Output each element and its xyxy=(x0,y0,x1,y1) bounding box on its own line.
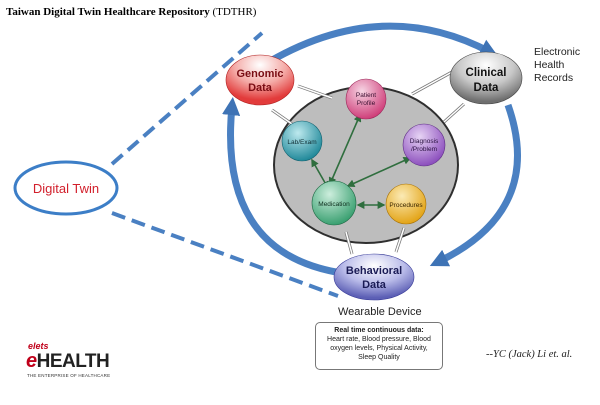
page-title: Taiwan Digital Twin Healthcare Repositor… xyxy=(6,6,256,18)
logo-elets: elets xyxy=(28,341,49,351)
medication-node xyxy=(311,180,357,226)
flow-arrow-clinical-to-behavioral xyxy=(429,103,521,267)
logo-e-letter: e xyxy=(26,350,37,372)
diagnosis-problem-node xyxy=(402,123,446,167)
hollow-arrow-clinical-diagnosis xyxy=(442,102,466,124)
arrow-medication-patient xyxy=(328,113,362,186)
logo-health-text: HEALTH xyxy=(36,351,110,372)
realtime-data-title: Real time continuous data: xyxy=(334,327,424,334)
ehr-label-line1: Electronic xyxy=(534,46,581,58)
diagnosis-label-1: Diagnosis xyxy=(410,138,439,145)
patient-profile-node xyxy=(345,78,387,120)
digital-twin-node xyxy=(13,160,119,216)
diagnosis-label-2: /Problem xyxy=(411,146,437,153)
flow-arrow-behavioral-to-genomic xyxy=(222,96,337,276)
author-credit: --YC (Jack) Li et. al. xyxy=(486,349,573,360)
procedures-node xyxy=(385,183,427,225)
lab-exam-label: Lab/Exam xyxy=(287,139,316,146)
dashed-link-bottom xyxy=(111,211,339,298)
ehr-label-line3: Records xyxy=(534,72,574,84)
wearable-device-label: Wearable Device xyxy=(338,306,422,318)
flow-arrow-genomic-to-clinical xyxy=(260,22,499,69)
genomic-label-1: Genomic xyxy=(236,68,283,80)
genomic-label-2: Data xyxy=(248,82,273,94)
realtime-data-line3: Sleep Quality xyxy=(358,354,400,361)
behavioral-data-node xyxy=(333,253,415,301)
medication-label: Medication xyxy=(318,201,350,208)
hollow-arrow-genomic-lab xyxy=(271,108,293,126)
hollow-arrow-behavioral-hub-right xyxy=(394,227,406,253)
title-abbr: (TDTHR) xyxy=(212,6,257,18)
clinical-label-2: Data xyxy=(474,82,500,94)
ehr-label-line2: Health xyxy=(534,59,565,71)
realtime-data-line2: oxygen levels, Physical Activity, xyxy=(330,345,428,352)
arrow-medication-diagnosis xyxy=(346,156,412,188)
realtime-data-line1: Heart rate, Blood pressure, Blood xyxy=(327,336,431,343)
clinical-data-node xyxy=(449,51,523,105)
logo-tagline: THE ENTERPRISE OF HEALTHCARE xyxy=(27,373,111,378)
realtime-data-box: Real time continuous data: Heart rate, B… xyxy=(315,322,443,370)
dashed-link-top xyxy=(110,31,264,166)
genomic-data-node xyxy=(225,54,295,106)
ehr-label: Electronic Health Records xyxy=(534,46,600,85)
patient-profile-label-1: Patient xyxy=(356,92,376,99)
hollow-arrow-clinical-hub xyxy=(411,70,453,96)
logo-ehealth: eHEALTH xyxy=(26,350,110,373)
patient-profile-label-2: Profile xyxy=(357,100,376,107)
digital-twin-label: Digital Twin xyxy=(33,181,99,196)
clinical-label-1: Clinical xyxy=(466,67,507,79)
behavioral-label-2: Data xyxy=(362,279,387,291)
title-main: Taiwan Digital Twin Healthcare Repositor… xyxy=(6,6,210,18)
procedures-label: Procedures xyxy=(389,202,423,209)
lab-exam-node xyxy=(281,120,323,162)
hollow-arrow-genomic-hub xyxy=(297,84,333,100)
behavioral-label-1: Behavioral xyxy=(346,265,402,277)
hollow-arrow-behavioral-hub-left xyxy=(344,231,354,255)
